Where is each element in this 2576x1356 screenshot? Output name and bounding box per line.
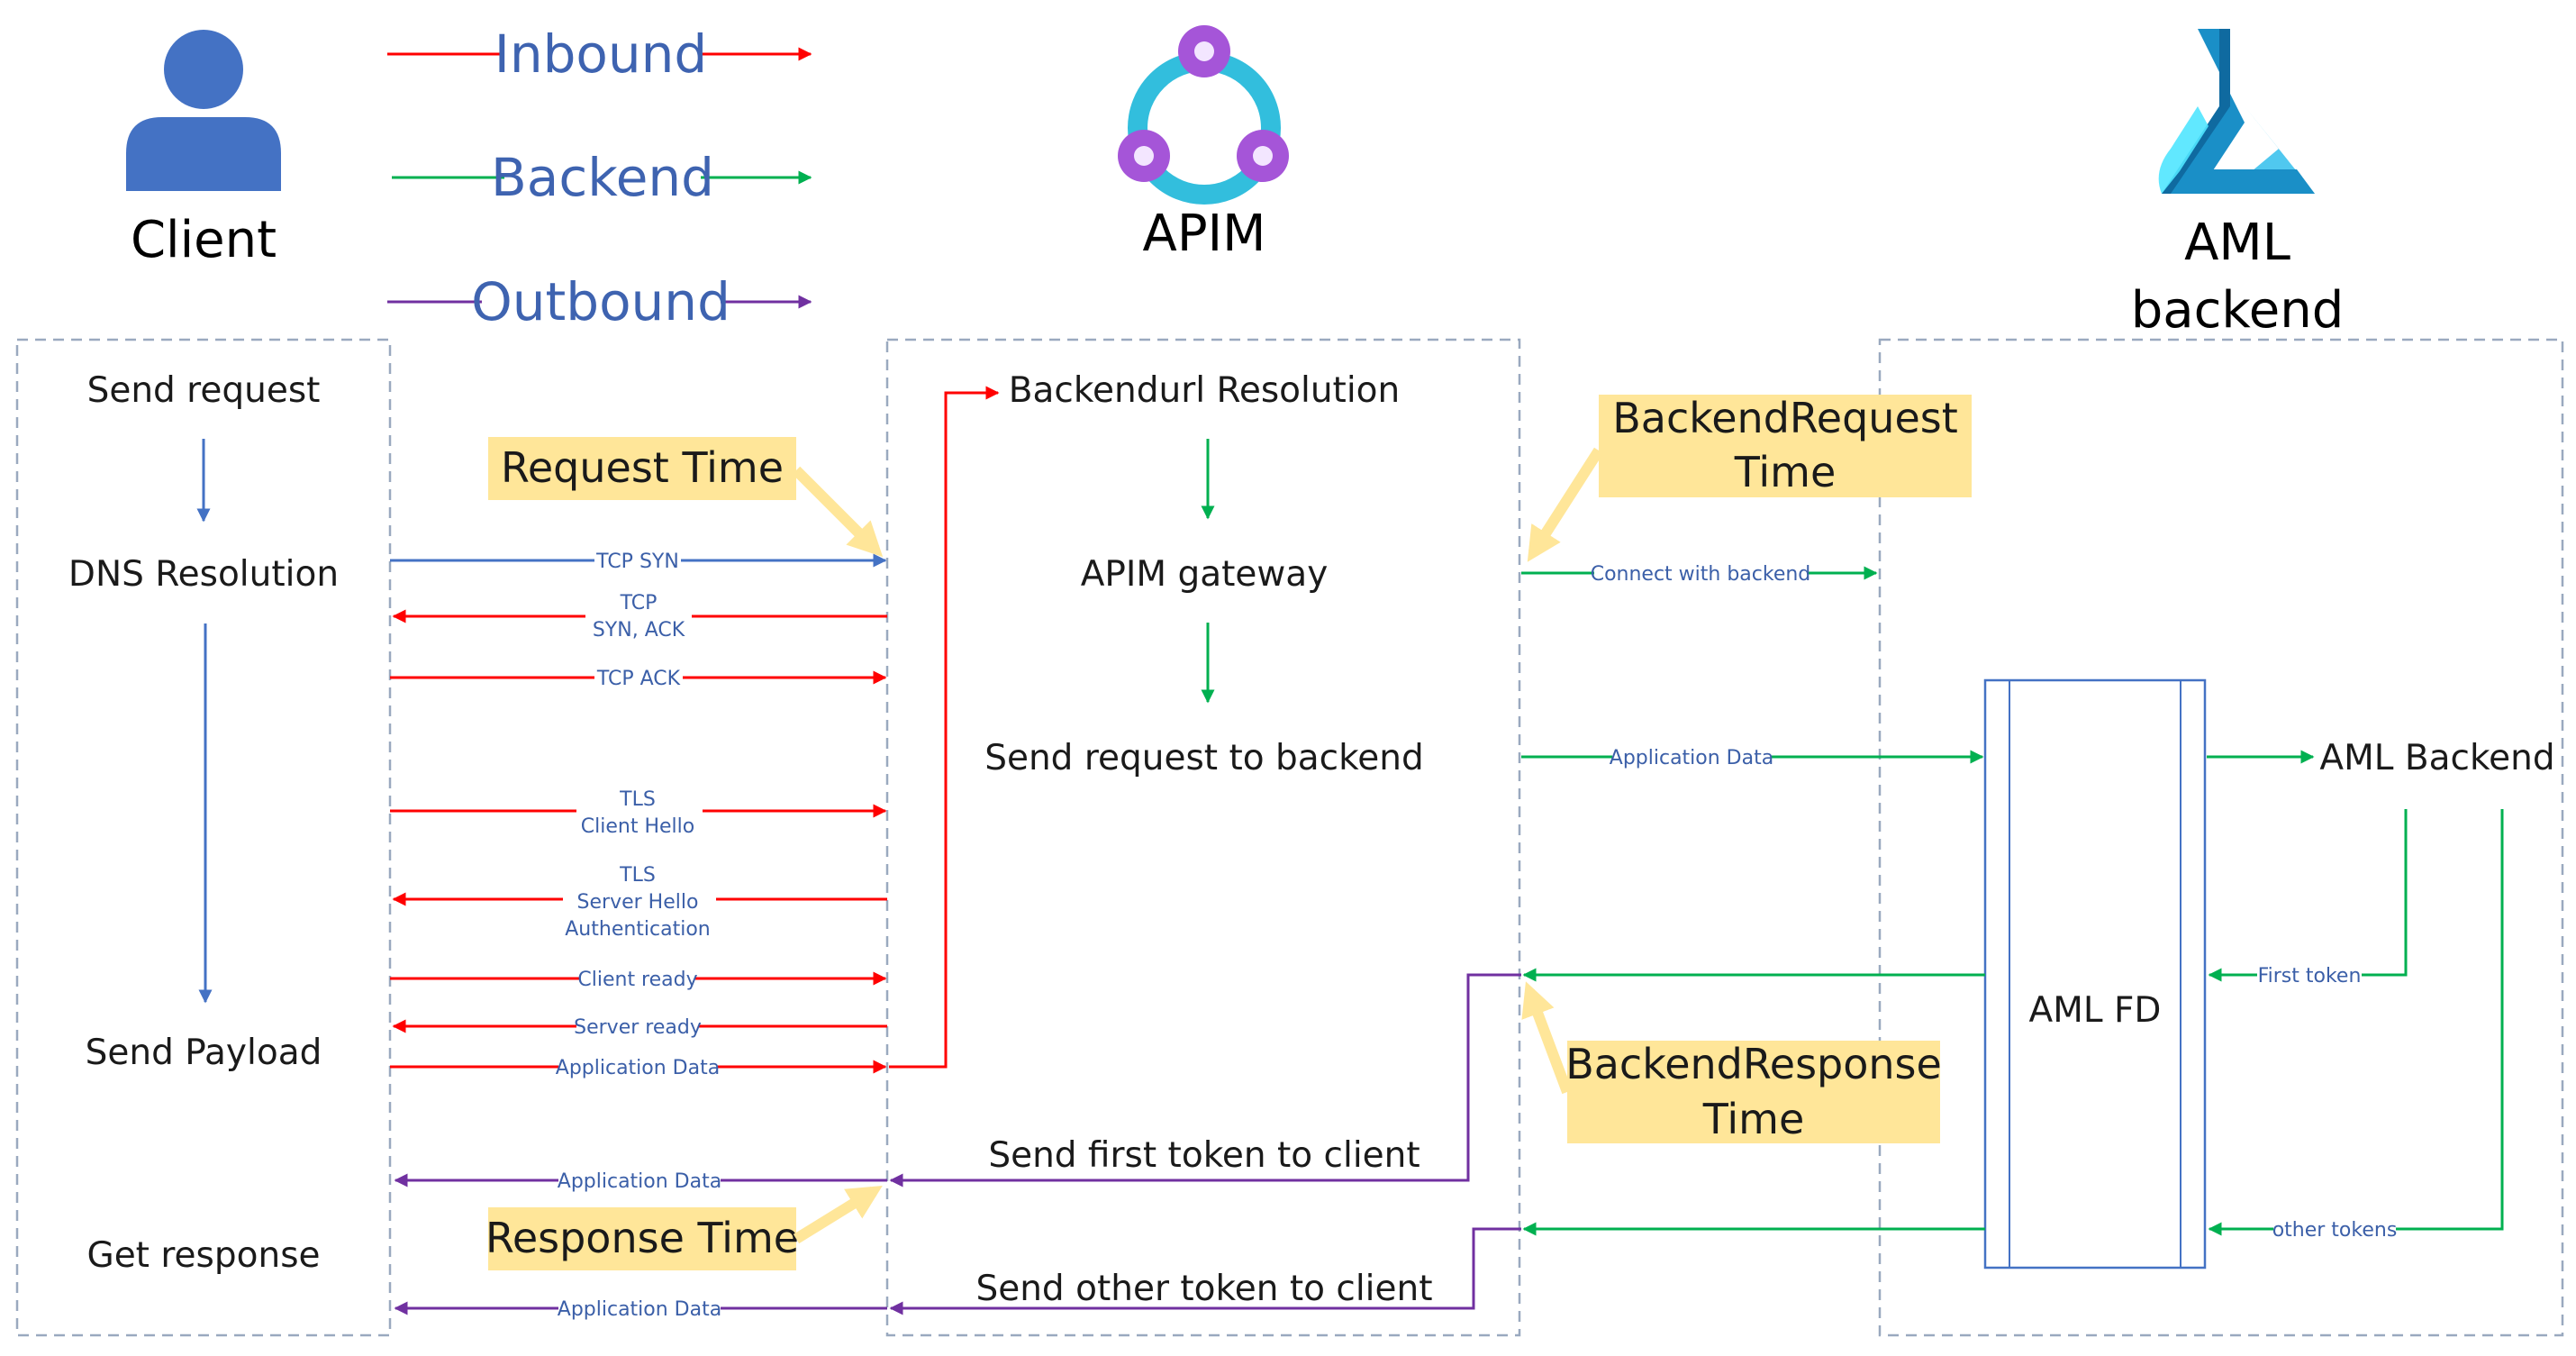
legend-inbound: Inbound <box>387 23 812 85</box>
outbound-other-token-path <box>889 1227 1521 1315</box>
aml-fd-label: AML FD <box>2029 990 2162 1031</box>
apim-step-send-other-token: Send other token to client <box>975 1269 1432 1309</box>
note-backend-response-time-label-2: Time <box>1702 1095 1805 1143</box>
msg-other-tokens: other tokens <box>2208 809 2504 1242</box>
apim-step-backendurl-resolution: Backendurl Resolution <box>1009 370 1401 411</box>
apim-step-apim-gateway: APIM gateway <box>1081 554 1329 595</box>
msg-tcp-ack-label: TCP ACK <box>596 668 681 690</box>
msg-first-token-label: First token <box>2258 965 2362 987</box>
aml-flask-icon <box>2158 29 2315 194</box>
client-step-send-request: Send request <box>87 370 321 411</box>
msg-client-ready-label: Client ready <box>577 969 697 991</box>
client-step-send-payload: Send Payload <box>86 1033 322 1073</box>
msg-tcp-synack-label-1: TCP <box>620 592 658 614</box>
msg-tls-server-hello-label-1: TLS <box>619 864 656 887</box>
client-label: Client <box>131 211 277 269</box>
legend-outbound-label: Outbound <box>471 271 730 332</box>
note-backend-response-time-label-1: BackendResponse <box>1565 1040 1942 1088</box>
client-user-icon <box>126 30 281 191</box>
msg-tcp-synack-label-2: SYN, ACK <box>593 619 685 642</box>
note-response-time: Response Time <box>485 1185 883 1270</box>
msg-first-token: First token <box>2208 809 2408 987</box>
legend: Inbound Backend Outbound <box>387 23 812 332</box>
apim-label: APIM <box>1143 205 1266 263</box>
msg-tcp-syn: TCP SYN <box>390 550 887 573</box>
msg-tcp-synack: TCP SYN, ACK <box>392 587 887 642</box>
client-step-get-response: Get response <box>86 1235 320 1276</box>
outbound-first-token-path <box>889 973 1521 1188</box>
apim-lane <box>885 338 1521 1337</box>
msg-connect-with-backend: Connect with backend <box>1521 562 1878 586</box>
legend-inbound-label: Inbound <box>494 23 708 85</box>
aml-fd-box: AML FD <box>1983 678 2207 1270</box>
msg-server-ready: Server ready <box>392 1015 887 1039</box>
inbound-to-backendurl-connector <box>889 386 1000 1069</box>
aml-label-line2: backend <box>2131 281 2345 340</box>
client-lane <box>15 338 392 1337</box>
msg-other-tokens-label: other tokens <box>2272 1219 2398 1242</box>
note-backend-request-time-label-1: BackendRequest <box>1612 394 1958 442</box>
msg-connect-with-backend-label: Connect with backend <box>1591 563 1811 586</box>
apim-step-send-first-token: Send first token to client <box>988 1135 1420 1176</box>
msg-server-ready-label: Server ready <box>574 1016 702 1039</box>
msg-application-data-out-1: Application Data <box>394 1169 887 1193</box>
msg-tcp-syn-label: TCP SYN <box>595 551 679 573</box>
msg-client-ready: Client ready <box>390 968 887 991</box>
msg-tls-client-hello: TLS Client Hello <box>390 786 887 842</box>
apim-icon <box>1118 25 1289 205</box>
msg-tls-server-hello: TLS Server Hello Authentication <box>392 861 887 944</box>
aml-label-line1: AML <box>2184 214 2290 272</box>
note-backend-request-time-label-2: Time <box>1734 448 1837 496</box>
note-response-time-label: Response Time <box>485 1214 799 1262</box>
legend-backend-label: Backend <box>491 147 714 208</box>
msg-application-data-backend: Application Data <box>1521 746 1984 769</box>
msg-application-data-out-2: Application Data <box>394 1297 887 1321</box>
apim-step-send-request-to-backend: Send request to backend <box>984 738 1424 778</box>
msg-application-data-out-1-label: Application Data <box>558 1170 721 1193</box>
msg-tls-client-hello-label-2: Client Hello <box>581 815 694 838</box>
msg-tls-server-hello-label-2: Server Hello <box>577 891 699 914</box>
note-request-time-label: Request Time <box>501 443 784 492</box>
note-backend-request-time: BackendRequest Time <box>1527 394 1972 562</box>
note-backend-response-time: BackendResponse Time <box>1521 981 1942 1143</box>
msg-application-data-out-2-label: Application Data <box>558 1298 721 1321</box>
legend-backend: Backend <box>392 147 812 208</box>
aml-backend-label: AML Backend <box>2319 738 2554 778</box>
msg-application-data-in: Application Data <box>390 1056 887 1079</box>
note-request-time: Request Time <box>488 437 884 558</box>
msg-tls-server-hello-label-3: Authentication <box>565 918 711 941</box>
client-step-dns-resolution: DNS Resolution <box>68 554 339 595</box>
legend-outbound: Outbound <box>387 271 812 332</box>
msg-tls-client-hello-label-1: TLS <box>619 788 656 811</box>
msg-application-data-in-label: Application Data <box>556 1057 720 1079</box>
msg-application-data-backend-label: Application Data <box>1610 747 1773 769</box>
msg-tcp-ack: TCP ACK <box>390 667 887 690</box>
aml-lane <box>1878 338 2564 1337</box>
